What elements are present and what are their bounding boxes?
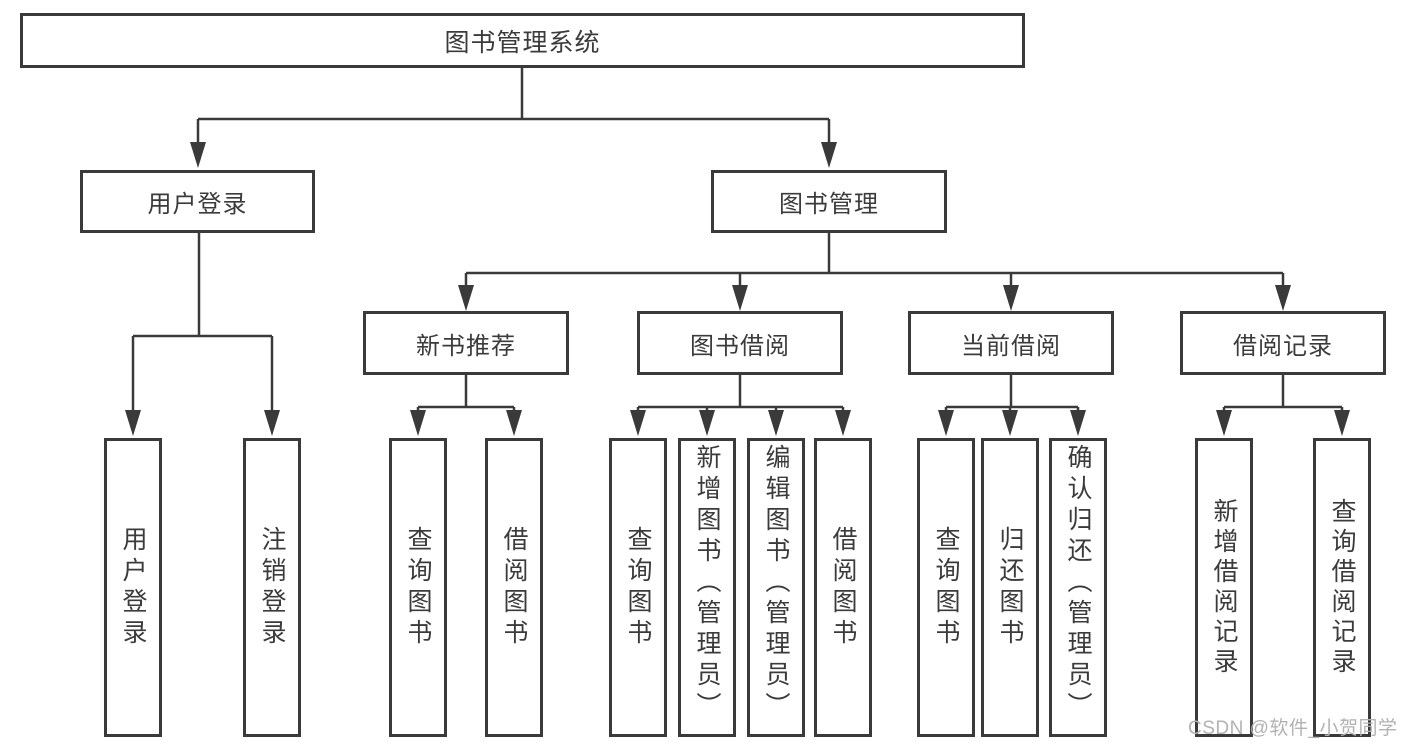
- arrow-down-icon: [821, 142, 837, 168]
- arrow-down-icon: [1216, 410, 1232, 436]
- node-current-borrowing: 当前借阅: [908, 311, 1114, 375]
- arrow-down-icon: [1275, 285, 1291, 311]
- arrow-down-icon: [1003, 285, 1019, 311]
- arrow-down-icon: [458, 285, 474, 311]
- connector-current-to-leaves: [938, 375, 1086, 436]
- arrow-down-icon: [938, 410, 954, 436]
- leaf-query-borrow-record: 查询借阅记录: [1313, 438, 1371, 737]
- arrow-down-icon: [768, 410, 784, 436]
- arrow-down-icon: [506, 410, 522, 436]
- arrow-down-icon: [699, 410, 715, 436]
- arrow-down-icon: [732, 285, 748, 311]
- connector-records-to-leaves: [1216, 375, 1350, 436]
- leaf-borrow-books-recommend: 借阅图书: [485, 438, 543, 737]
- arrow-down-icon: [1070, 410, 1086, 436]
- arrow-down-icon: [630, 410, 646, 436]
- leaf-logout: 注销登录: [243, 438, 301, 737]
- leaf-add-borrow-record: 新增借阅记录: [1195, 438, 1253, 737]
- connector-userlogin-to-leaves: [125, 233, 280, 436]
- leaf-confirm-return-admin: 确认归还（管理员）: [1049, 438, 1107, 737]
- arrow-down-icon: [1002, 410, 1018, 436]
- connector-borrow-to-leaves: [630, 375, 851, 436]
- csdn-watermark: CSDN @软件_小贺同学: [1188, 718, 1398, 739]
- node-book-management: 图书管理: [711, 170, 947, 233]
- connector-root-to-level2: [190, 68, 837, 168]
- leaf-edit-book-admin: 编辑图书（管理员）: [747, 438, 805, 737]
- node-user-login: 用户登录: [80, 170, 315, 233]
- node-library-management-system: 图书管理系统: [20, 13, 1025, 68]
- arrow-down-icon: [410, 410, 426, 436]
- arrow-down-icon: [835, 410, 851, 436]
- connector-newbook-to-leaves: [410, 375, 522, 436]
- arrow-down-icon: [1334, 410, 1350, 436]
- leaf-query-books-current: 查询图书: [917, 438, 975, 737]
- leaf-query-books-recommend: 查询图书: [389, 438, 447, 737]
- leaf-add-book-admin: 新增图书（管理员）: [678, 438, 736, 737]
- node-new-book-recommendation: 新书推荐: [363, 311, 569, 375]
- leaf-query-books-borrow: 查询图书: [609, 438, 667, 737]
- leaf-user-login: 用户登录: [104, 438, 162, 737]
- node-book-borrowing: 图书借阅: [637, 311, 843, 375]
- connector-bookmgmt-to-level3: [458, 233, 1291, 311]
- arrow-down-icon: [264, 410, 280, 436]
- arrow-down-icon: [125, 410, 141, 436]
- leaf-borrow-books: 借阅图书: [814, 438, 872, 737]
- node-borrowing-records: 借阅记录: [1180, 311, 1386, 375]
- leaf-return-book: 归还图书: [981, 438, 1039, 737]
- arrow-down-icon: [190, 142, 206, 168]
